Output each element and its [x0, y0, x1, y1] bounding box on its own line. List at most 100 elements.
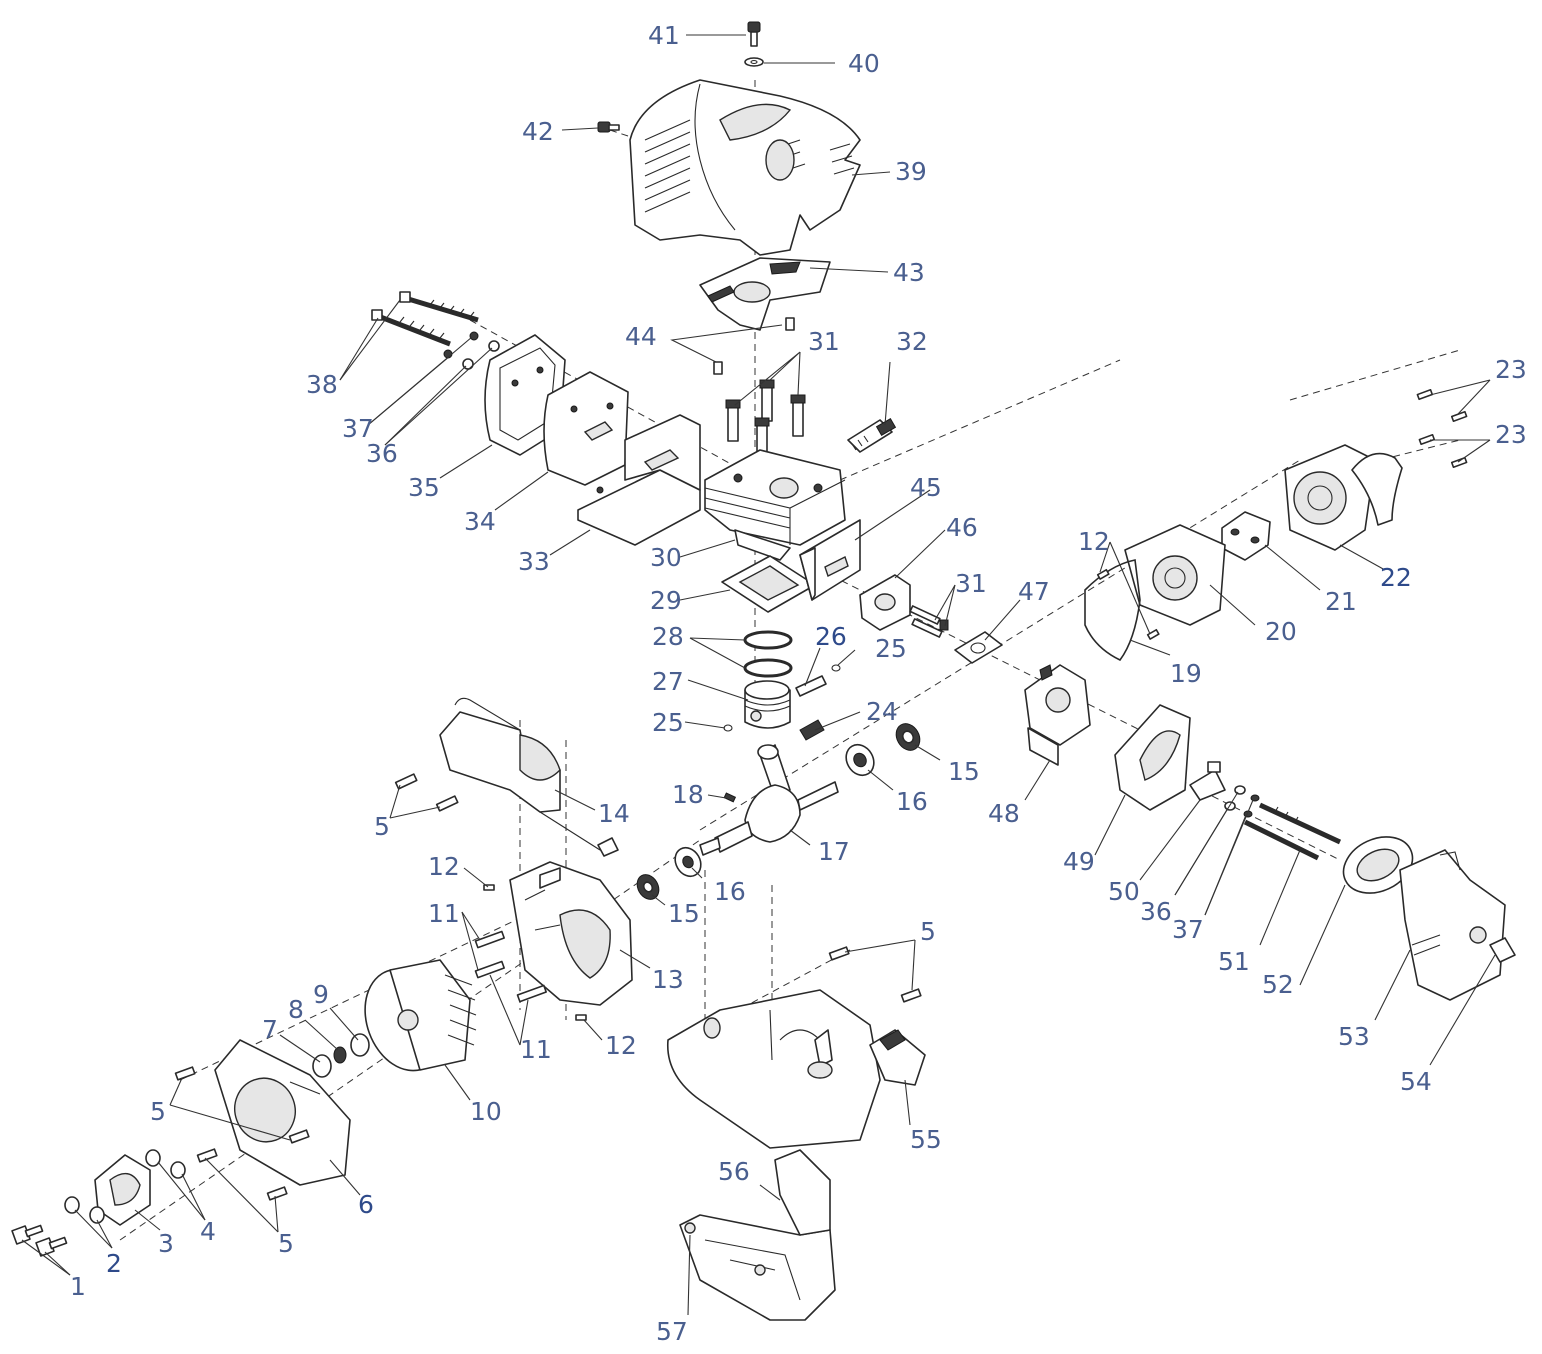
callout-33: 33 [518, 547, 550, 576]
bolts-51 [1243, 802, 1342, 861]
ignition-screws-5 [394, 773, 459, 812]
gasket-19 [1084, 559, 1141, 662]
callout-9: 9 [313, 980, 329, 1009]
washers-36-37-right [1224, 785, 1260, 818]
callout-27: 27 [652, 667, 684, 696]
callout-19: 19 [1170, 659, 1202, 688]
callout-26: 26 [815, 622, 847, 651]
callout-10: 10 [470, 1097, 502, 1126]
callout-31-top: 31 [808, 327, 840, 356]
washers-7-8-9 [312, 1033, 370, 1078]
callout-34: 34 [464, 507, 496, 536]
callout-32: 32 [896, 327, 928, 356]
mount-bracket-56-57 [679, 1149, 836, 1321]
crankcase-bolts-11 [474, 930, 547, 1003]
carb-gasket-47 [954, 631, 1003, 664]
filter-cover-53 [1399, 849, 1506, 1001]
callout-57: 57 [656, 1317, 688, 1346]
callout-8: 8 [288, 995, 304, 1024]
callout-3: 3 [158, 1229, 174, 1258]
callout-5-housing: 5 [150, 1097, 166, 1126]
screws-44 [713, 317, 795, 375]
intake-adapter-46 [859, 574, 911, 631]
callout-54: 54 [1400, 1067, 1432, 1096]
callout-43: 43 [893, 258, 925, 287]
oil-seal-15-left [636, 874, 660, 900]
callout-7: 7 [262, 1015, 278, 1044]
callout-11-top: 11 [428, 899, 460, 928]
leader-lines [21, 34, 1496, 1316]
callout-50: 50 [1108, 877, 1140, 906]
washers-2 [64, 1196, 105, 1224]
callout-46: 46 [946, 513, 978, 542]
callout-40: 40 [848, 49, 880, 78]
callout-11-bottom: 11 [520, 1035, 552, 1064]
callout-38: 38 [306, 370, 338, 399]
cylinder-bolts-31 [725, 379, 806, 453]
filter-element-52 [1342, 836, 1414, 894]
recoil-starter-22 [1284, 444, 1403, 551]
callout-12-left-top: 12 [428, 852, 460, 881]
pins-12-right [1096, 568, 1160, 640]
callout-15-right: 15 [948, 757, 980, 786]
callout-36-left: 36 [366, 439, 398, 468]
callout-25-left: 25 [652, 708, 684, 737]
callout-53: 53 [1338, 1022, 1370, 1051]
bolts-1 [11, 1224, 68, 1257]
callout-48: 48 [988, 799, 1020, 828]
piston-rings-28 [743, 630, 793, 678]
cover-vent-slots [644, 119, 691, 213]
intake-bolts-31 [909, 605, 949, 638]
callout-47: 47 [1018, 577, 1050, 606]
washer-40 [744, 57, 764, 67]
callout-29: 29 [650, 586, 682, 615]
callout-52: 52 [1262, 970, 1294, 999]
callout-12-left-bottom: 12 [605, 1031, 637, 1060]
tank-screws-5 [828, 946, 922, 1003]
top-screw-41 [747, 21, 761, 47]
callout-5-ignition: 5 [374, 812, 390, 841]
washers-4 [145, 1149, 186, 1179]
callout-35: 35 [408, 473, 440, 502]
muffler-axis [469, 319, 761, 481]
callout-21: 21 [1325, 587, 1357, 616]
callout-30: 30 [650, 543, 682, 572]
callout-13: 13 [652, 965, 684, 994]
callout-36-right: 36 [1140, 897, 1172, 926]
callout-2: 2 [106, 1249, 122, 1278]
callout-49: 49 [1063, 847, 1095, 876]
callout-16-right: 16 [896, 787, 928, 816]
callout-16-left: 16 [714, 877, 746, 906]
callout-51: 51 [1218, 947, 1250, 976]
bearing-16-right [845, 743, 875, 777]
fan-housing-6 [214, 1039, 351, 1186]
callout-39: 39 [895, 157, 927, 186]
clutch-3 [94, 1154, 151, 1226]
cylinder-30 [704, 449, 846, 561]
callout-1: 1 [70, 1272, 86, 1301]
starter-screw-axis [1289, 349, 1461, 401]
callout-20: 20 [1265, 617, 1297, 646]
bearing-16-left [674, 846, 702, 878]
callout-14: 14 [598, 799, 630, 828]
heat-shield-33 [577, 414, 701, 546]
callout-31-intake: 31 [955, 569, 987, 598]
fan-housing-screws-5 [174, 1066, 310, 1201]
starter-screws-23 [1416, 388, 1468, 469]
callout-5-clutch: 5 [278, 1229, 294, 1258]
flywheel-10 [364, 959, 477, 1072]
spark-plug-axis [839, 359, 1121, 481]
bracket-50 [1189, 761, 1226, 801]
callout-37-left: 37 [342, 414, 374, 443]
screw-42 [597, 121, 620, 133]
callout-12-right: 12 [1078, 527, 1110, 556]
callout-37-right: 37 [1172, 915, 1204, 944]
callout-5-tank: 5 [920, 917, 936, 946]
muffler-body-34 [543, 371, 629, 486]
piston-pin-26 [795, 675, 827, 697]
cylinder-cover-39 [629, 79, 861, 256]
callout-56: 56 [718, 1157, 750, 1186]
cover-screw-axis [609, 129, 701, 161]
